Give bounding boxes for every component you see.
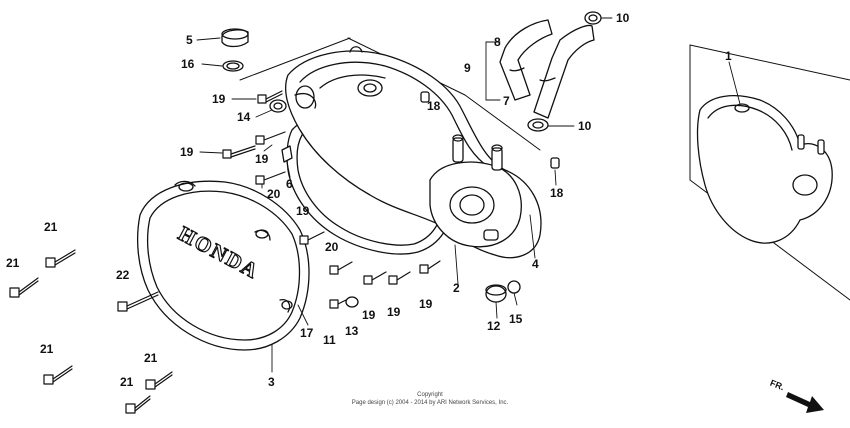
copyright-title: Copyright: [417, 392, 443, 398]
callout-20: 20: [267, 187, 281, 201]
callout-18: 18: [550, 186, 564, 200]
callout-22: 22: [116, 268, 130, 282]
callout-16: 16: [181, 57, 195, 71]
callout-21: 21: [144, 351, 158, 365]
callout-1: 1: [725, 49, 732, 63]
small-parts: [269, 91, 560, 308]
water-pump: [429, 134, 522, 248]
callout-10: 10: [616, 11, 630, 25]
callout-18: 18: [427, 99, 441, 113]
callout-4: 4: [532, 257, 539, 271]
callout-20: 20: [325, 240, 339, 254]
callout-11: 11: [323, 333, 336, 347]
callout-3: 3: [268, 375, 275, 389]
callout-19: 19: [296, 204, 310, 218]
callout-7: 7: [503, 94, 510, 108]
callout-13: 13: [345, 324, 359, 338]
callout-6: 6: [286, 177, 293, 191]
callout-8: 8: [494, 35, 501, 49]
clutch-cover: [136, 180, 310, 351]
callout-21: 21: [44, 220, 58, 234]
callout-9: 9: [464, 61, 471, 75]
copyright-notice: Page design (c) 2004 - 2014 by ARI Netwo…: [351, 400, 509, 406]
front-arrow-icon: [786, 392, 824, 413]
callout-19: 19: [362, 308, 376, 322]
callout-21: 21: [40, 342, 54, 356]
callout-12: 12: [487, 319, 501, 333]
callout-19: 19: [180, 145, 194, 159]
assembled-cover: [696, 95, 833, 244]
callout-19: 19: [419, 297, 433, 311]
callout-14: 14: [237, 110, 251, 124]
callout-10: 10: [578, 119, 592, 133]
callout-19: 19: [212, 92, 226, 106]
callout-2: 2: [453, 281, 460, 295]
callout-19: 19: [387, 305, 401, 319]
callout-19: 19: [255, 152, 269, 166]
callout-5: 5: [186, 33, 193, 47]
callout-15: 15: [509, 312, 523, 326]
callout-21: 21: [120, 375, 134, 389]
leader-lines: [196, 17, 741, 373]
callout-17: 17: [300, 326, 314, 340]
callout-21: 21: [6, 256, 20, 270]
filler-cap: [221, 28, 249, 72]
bolts: [9, 90, 441, 414]
radiator-hoses: [499, 19, 595, 119]
